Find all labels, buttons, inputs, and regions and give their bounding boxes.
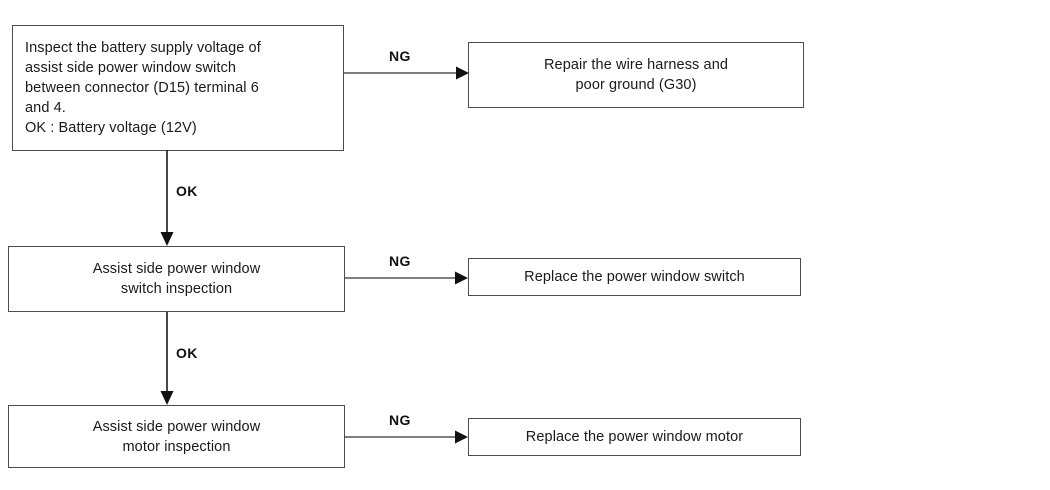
connector-motor-inspection-to-replace-motor — [345, 426, 473, 448]
connector-switch-to-motor-inspection — [156, 312, 178, 407]
connector-switch-inspection-to-replace-switch — [345, 267, 473, 289]
node-repair-wire-harness-text: Repair the wire harness and poor ground … — [543, 57, 729, 93]
node-replace-power-window-switch-text: Replace the power window switch — [524, 269, 745, 285]
node-replace-power-window-motor: Replace the power window motor — [468, 418, 801, 456]
edge-label-ng-3: NG — [389, 412, 411, 428]
edge-label-ok-1: OK — [176, 183, 198, 199]
edge-label-ng-1: NG — [389, 48, 411, 64]
node-replace-power-window-motor-text: Replace the power window motor — [525, 429, 744, 445]
node-inspect-battery-supply-voltage: Inspect the battery supply voltage of as… — [12, 25, 344, 151]
edge-label-ok-2: OK — [176, 345, 198, 361]
node-motor-inspection: Assist side power window motor inspectio… — [8, 405, 345, 468]
connector-inspect-to-switch-inspection — [156, 150, 178, 248]
node-switch-inspection-text: Assist side power window switch inspecti… — [92, 261, 261, 297]
connector-inspect-to-repair-harness — [344, 62, 472, 84]
node-replace-power-window-switch: Replace the power window switch — [468, 258, 801, 296]
node-repair-wire-harness: Repair the wire harness and poor ground … — [468, 42, 804, 108]
node-motor-inspection-text: Assist side power window motor inspectio… — [92, 418, 261, 455]
edge-label-ng-2: NG — [389, 253, 411, 269]
node-inspect-battery-supply-voltage-text: Inspect the battery supply voltage of as… — [25, 40, 261, 136]
node-switch-inspection: Assist side power window switch inspecti… — [8, 246, 345, 312]
